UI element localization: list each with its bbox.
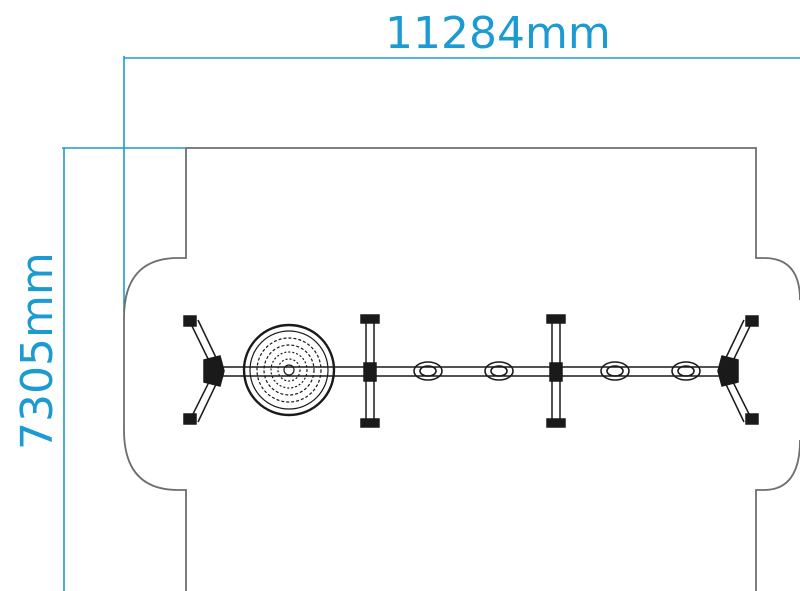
swing-seat-icon — [484, 361, 514, 381]
height-dimension-label: 7305mm — [12, 252, 63, 450]
safety-area-outline — [123, 147, 800, 591]
left-a-frame — [183, 315, 225, 425]
a-frame-leg-icon — [745, 413, 759, 425]
height-dimension — [62, 147, 186, 591]
swing-seat-icon — [600, 361, 630, 381]
right-a-frame — [717, 315, 759, 425]
spinner-dish-icon — [242, 323, 336, 417]
post-frame-2 — [546, 314, 566, 428]
swing-seat-icon — [671, 361, 701, 381]
width-dimension — [123, 56, 800, 312]
a-frame-leg-icon — [183, 413, 197, 425]
main-beam — [210, 366, 738, 377]
a-frame-leg-icon — [745, 315, 759, 327]
width-dimension-label: 11284mm — [385, 8, 611, 59]
post-frame-1 — [360, 314, 380, 428]
a-frame-leg-icon — [183, 315, 197, 327]
swing-seat-icon — [413, 361, 443, 381]
